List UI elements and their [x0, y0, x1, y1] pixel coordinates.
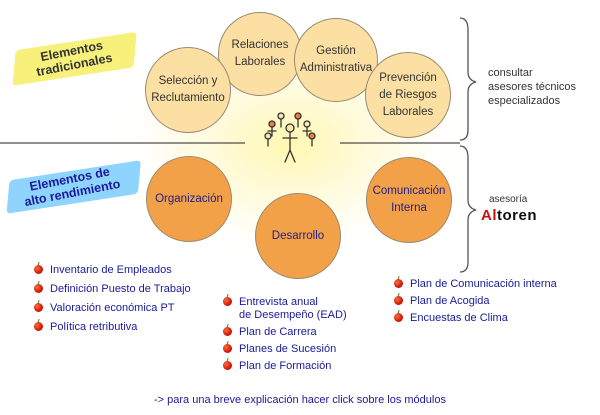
apple-bullet-icon [34, 265, 43, 274]
consult-advisors-note: consultar asesores técnicos especializad… [488, 67, 577, 107]
module-label: Prevención de Riesgos Laborales [379, 71, 437, 118]
brace-top [459, 17, 477, 141]
brand-logo-red: Al [481, 207, 497, 224]
list-item-label: Encuestas de Clima [410, 312, 508, 324]
module-desarrollo[interactable]: Desarrollo [255, 193, 341, 279]
list-item[interactable]: Plan de Formación [221, 360, 347, 373]
apple-bullet-icon [223, 297, 232, 306]
list-item[interactable]: Valoración económica PT [32, 302, 191, 315]
module-prevencion-riesgos[interactable]: Prevención de Riesgos Laborales [365, 52, 451, 138]
brand-logo: Altoren [481, 207, 537, 224]
brand-logo-black: toren [497, 207, 537, 224]
module-label: Gestión Administrativa [299, 45, 373, 74]
module-label: Comunicación Interna [372, 185, 446, 214]
list-comunicacion: Plan de Comunicación interna Plan de Aco… [392, 278, 557, 325]
list-item-label: Inventario de Empleados [50, 264, 172, 276]
apple-bullet-icon [223, 361, 232, 370]
apple-bullet-icon [394, 279, 403, 288]
module-gestion-administrativa[interactable]: Gestión Administrativa [294, 18, 378, 102]
apple-bullet-icon [34, 303, 43, 312]
module-organizacion[interactable]: Organización [146, 156, 232, 242]
brace-bottom [459, 145, 477, 273]
list-item[interactable]: Plan de Carrera [221, 326, 347, 339]
apple-bullet-icon [34, 322, 43, 331]
list-item[interactable]: Entrevista anual de Desempeño (EAD) [221, 296, 347, 322]
people-icon [264, 112, 316, 163]
list-item-label: Planes de Sucesión [239, 343, 337, 355]
list-desarrollo: Entrevista anual de Desempeño (EAD) Plan… [221, 296, 347, 373]
module-label: Organización [155, 192, 223, 205]
list-item-label: Definición Puesto de Trabajo [50, 283, 191, 295]
module-label: Desarrollo [271, 229, 325, 242]
module-comunicacion-interna[interactable]: Comunicación Interna [366, 157, 452, 243]
list-item[interactable]: Definición Puesto de Trabajo [32, 283, 191, 296]
list-item-label: Plan de Carrera [239, 326, 317, 338]
list-item-label: Plan de Formación [239, 360, 332, 372]
list-item[interactable]: Plan de Comunicación interna [392, 278, 557, 291]
module-label: Selección y Reclutamiento [151, 75, 225, 104]
module-seleccion-reclutamiento[interactable]: Selección y Reclutamiento [145, 47, 231, 133]
list-item-label: Plan de Acogida [410, 295, 490, 307]
list-organizacion: Inventario de Empleados Definición Puest… [32, 264, 191, 334]
apple-bullet-icon [223, 344, 232, 353]
brand-tagline: asesoría [489, 194, 528, 205]
module-label: Relaciones Laborales [231, 39, 289, 68]
list-item-label: Política retributiva [50, 321, 138, 333]
list-item[interactable]: Plan de Acogida [392, 295, 557, 308]
list-item-label: Plan de Comunicación interna [410, 278, 557, 290]
module-relaciones-laborales[interactable]: Relaciones Laborales [218, 12, 302, 96]
list-item[interactable]: Encuestas de Clima [392, 312, 557, 325]
list-item[interactable]: Política retributiva [32, 321, 191, 334]
apple-bullet-icon [34, 284, 43, 293]
apple-bullet-icon [394, 296, 403, 305]
list-item[interactable]: Inventario de Empleados [32, 264, 191, 277]
apple-bullet-icon [394, 313, 403, 322]
list-item-label: Valoración económica PT [50, 302, 175, 314]
list-item-label: Entrevista anual de Desempeño (EAD) [239, 296, 347, 321]
apple-bullet-icon [223, 327, 232, 336]
list-item[interactable]: Planes de Sucesión [221, 343, 347, 356]
footer-instruction[interactable]: -> para una breve explicación hacer clic… [154, 394, 446, 406]
